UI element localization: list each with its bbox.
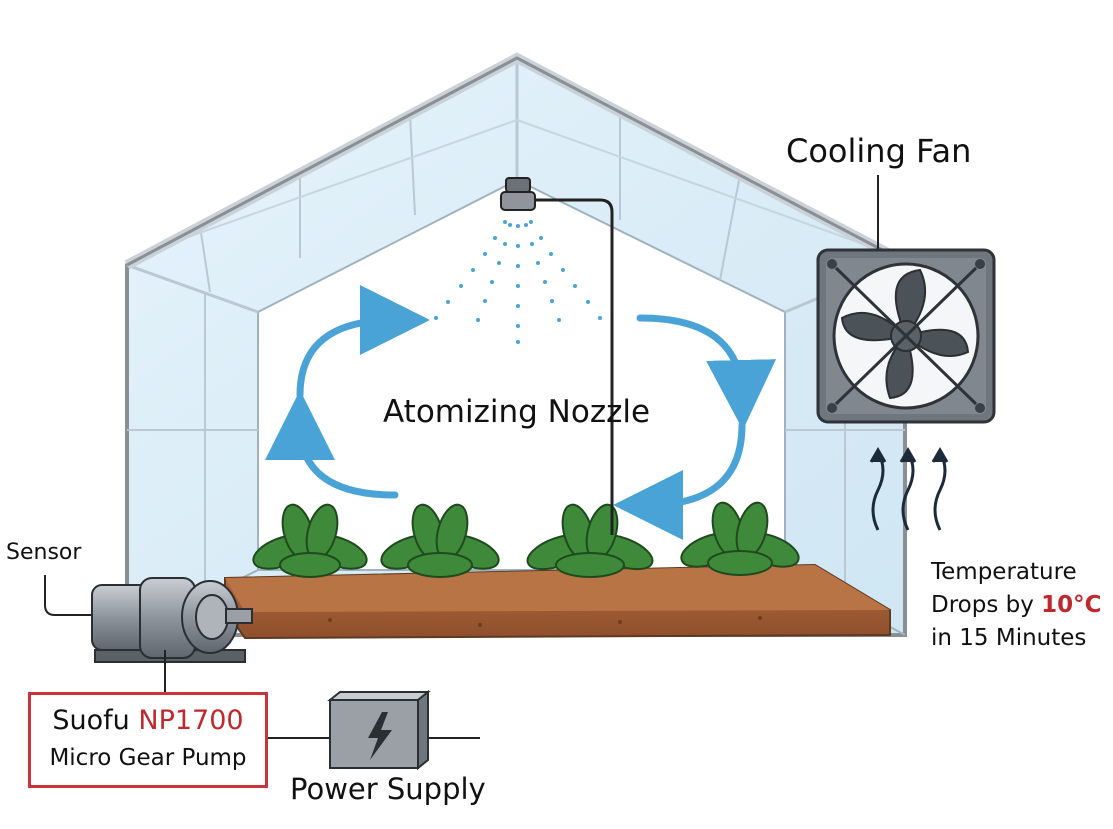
cooling-fan-label: Cooling Fan (786, 132, 972, 170)
pump-brand: Suofu (52, 705, 139, 736)
temperature-line-2: Drops by 10°C (931, 589, 1102, 622)
soil-bed (224, 563, 891, 640)
plant-2 (380, 503, 500, 578)
power-supply-label: Power Supply (290, 772, 486, 806)
pump-type: Micro Gear Pump (49, 745, 247, 771)
plant-3 (526, 503, 654, 578)
temperature-value: 10°C (1041, 592, 1102, 618)
fan-icon (816, 175, 996, 424)
plants (252, 501, 800, 578)
airflow-arrow-icon (265, 285, 777, 540)
atomizing-nozzle-label: Atomizing Nozzle (383, 394, 651, 430)
plant-4 (680, 501, 800, 576)
plant-1 (252, 503, 368, 578)
power-supply-box (327, 689, 431, 771)
pump-icon (44, 575, 253, 692)
lightning-icon (368, 712, 392, 760)
pump-label-box: Suofu NP1700 Micro Gear Pump (28, 692, 268, 788)
temperature-note: Temperature Drops by 10°C in 15 Minutes (931, 556, 1102, 655)
temperature-line-1: Temperature (931, 559, 1077, 585)
sensor-label: Sensor (6, 540, 82, 565)
pump-name: Suofu NP1700 (31, 705, 265, 736)
heat-arrow-icon (869, 447, 949, 531)
temperature-line-3: in 15 Minutes (931, 625, 1087, 651)
nozzle-icon (500, 177, 614, 535)
pump-model: NP1700 (138, 705, 244, 736)
mist-spray (434, 220, 602, 344)
temperature-line-2-prefix: Drops by (931, 592, 1042, 618)
